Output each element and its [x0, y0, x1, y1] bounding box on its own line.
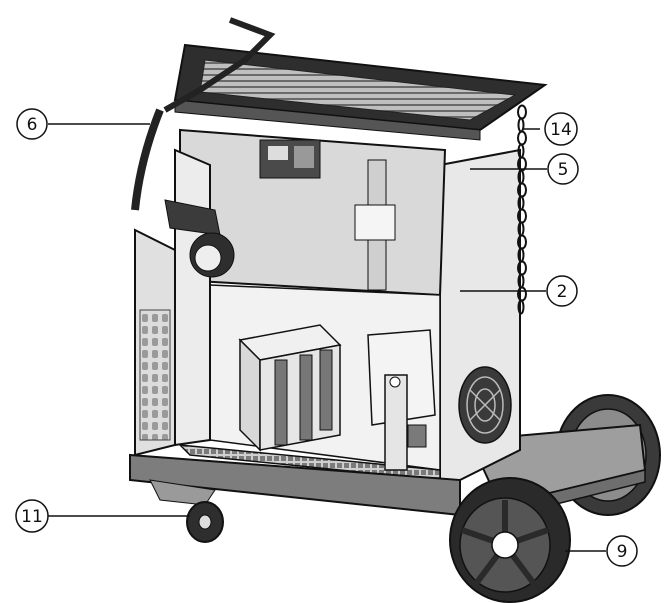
callout-label: 14 [550, 120, 572, 140]
callout-label: 2 [557, 282, 568, 302]
callout-label: 6 [27, 115, 38, 135]
rail-bracket [354, 159, 396, 291]
leader-lines [48, 123, 606, 552]
inductor [367, 329, 436, 471]
callout-9: 9 [606, 535, 638, 567]
chain [517, 104, 527, 315]
fan-grille [458, 366, 512, 444]
front-wheel [449, 477, 571, 603]
pcb-module [259, 139, 321, 179]
cabinet [129, 128, 521, 517]
chain-link [517, 299, 525, 315]
gas-connector [164, 199, 235, 278]
callout-label: 9 [617, 542, 628, 562]
chain-link [517, 130, 527, 146]
callouts: 6 14 5 2 11 9 [15, 108, 638, 567]
front-castor [149, 479, 224, 543]
callout-6: 6 [16, 108, 48, 140]
callout-11: 11 [15, 499, 49, 533]
callout-14: 14 [544, 112, 578, 146]
chain-link [517, 117, 525, 133]
transformer [238, 324, 342, 452]
chain-link [517, 104, 527, 120]
callout-label: 11 [21, 507, 43, 527]
callout-5: 5 [547, 153, 579, 185]
callout-label: 5 [558, 160, 569, 180]
top-radiator [131, 17, 548, 211]
callout-2: 2 [546, 275, 578, 307]
